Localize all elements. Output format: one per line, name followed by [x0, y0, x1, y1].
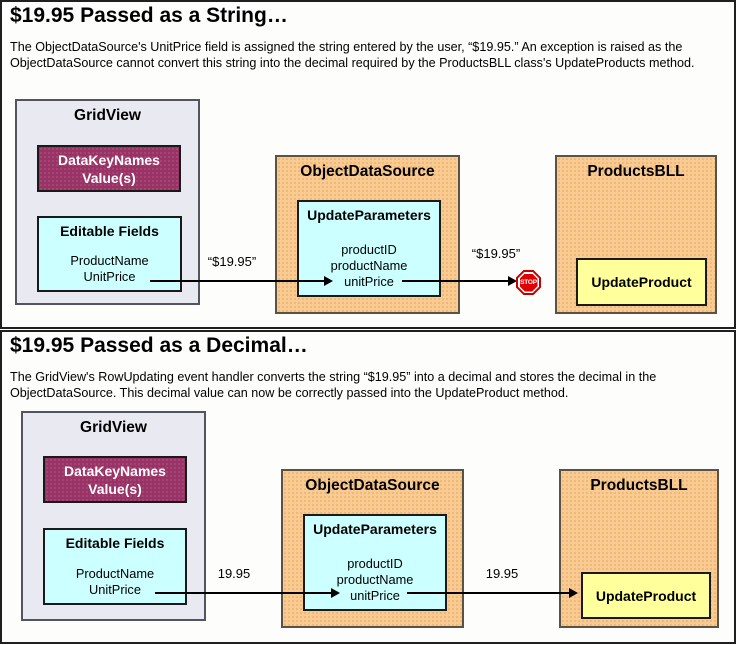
arrow-objectdatasource-to-productsbll: [402, 276, 517, 286]
stop-icon-label: STOP: [519, 273, 538, 292]
productsbll-title: ProductsBLL: [587, 163, 685, 180]
section-title: $19.95 Passed as a String…: [10, 4, 288, 27]
objectdatasource-title: ObjectDataSource: [305, 477, 440, 494]
panel-passed-as-decimal: $19.95 Passed as a Decimal… The GridView…: [0, 330, 736, 644]
param-productname: productName: [330, 258, 408, 273]
objectdatasource-title: ObjectDataSource: [300, 163, 435, 180]
updateproduct-box: UpdateProduct: [581, 572, 711, 619]
editable-fields-box: Editable Fields ProductName UnitPrice: [37, 216, 182, 292]
updateproduct-box: UpdateProduct: [576, 258, 707, 306]
editable-fields-list: ProductName UnitPrice: [39, 253, 180, 290]
section-description: The GridView's RowUpdating event handler…: [10, 370, 657, 400]
editable-fields-title: Editable Fields: [65, 535, 165, 551]
editable-fields-title: Editable Fields: [60, 223, 159, 239]
productsbll-box: ProductsBLL UpdateProduct: [559, 469, 719, 628]
param-unitprice: unitPrice: [344, 274, 394, 289]
objectdatasource-box: ObjectDataSource UpdateParameters produc…: [275, 155, 460, 314]
datakeynames-line1: DataKeyNames: [64, 462, 166, 479]
datakeynames-line1: DataKeyNames: [58, 151, 160, 168]
field-productname: ProductName: [75, 566, 155, 581]
arrow-gridview-to-objectdatasource: [150, 276, 333, 286]
section-description: The ObjectDataSource's UnitPrice field i…: [10, 40, 695, 70]
field-unitprice: UnitPrice: [83, 269, 136, 284]
arrow-objectdatasource-to-updateproduct: [407, 588, 578, 598]
arrow1-value-label: “$19.95”: [207, 254, 257, 269]
productsbll-box: ProductsBLL UpdateProduct: [555, 155, 717, 314]
arrow-gridview-to-objectdatasource: [155, 588, 340, 598]
updateparameters-title: UpdateParameters: [307, 207, 431, 223]
objectdatasource-box: ObjectDataSource UpdateParameters produc…: [281, 469, 464, 628]
stop-icon: STOP: [516, 270, 541, 295]
arrow1-value-label: 19.95: [217, 566, 251, 581]
updateparameters-list: productID productName unitPrice: [299, 242, 439, 295]
gridview-title: GridView: [74, 107, 141, 124]
stop-icon-ring: STOP: [518, 272, 539, 293]
datakeynames-box: DataKeyNames Value(s): [37, 145, 181, 192]
datakeynames-box: DataKeyNames Value(s): [43, 456, 187, 503]
gridview-box: GridView DataKeyNames Value(s) Editable …: [15, 99, 200, 305]
updateparameters-list: productID productName unitPrice: [305, 556, 445, 609]
param-productid: productID: [347, 556, 403, 571]
arrow2-value-label: “$19.95”: [471, 246, 521, 261]
datakeynames-line2: Value(s): [88, 480, 142, 497]
section-title: $19.95 Passed as a Decimal…: [10, 334, 308, 357]
field-productname: ProductName: [70, 253, 149, 268]
updateparameters-box: UpdateParameters productID productName u…: [303, 514, 447, 611]
arrow2-value-label: 19.95: [485, 566, 519, 581]
editable-fields-list: ProductName UnitPrice: [45, 566, 185, 603]
panel-passed-as-string: $19.95 Passed as a String… The ObjectDat…: [0, 0, 736, 329]
editable-fields-box: Editable Fields ProductName UnitPrice: [43, 528, 187, 605]
updateparameters-title: UpdateParameters: [313, 521, 437, 537]
gridview-title: GridView: [80, 419, 147, 436]
param-productname: productName: [336, 572, 414, 587]
param-productid: productID: [341, 242, 397, 257]
gridview-box: GridView DataKeyNames Value(s) Editable …: [21, 411, 206, 621]
field-unitprice: UnitPrice: [89, 582, 141, 597]
param-unitprice: unitPrice: [350, 588, 400, 603]
productsbll-title: ProductsBLL: [590, 477, 688, 494]
updateparameters-box: UpdateParameters productID productName u…: [297, 200, 441, 297]
datakeynames-line2: Value(s): [82, 169, 136, 186]
